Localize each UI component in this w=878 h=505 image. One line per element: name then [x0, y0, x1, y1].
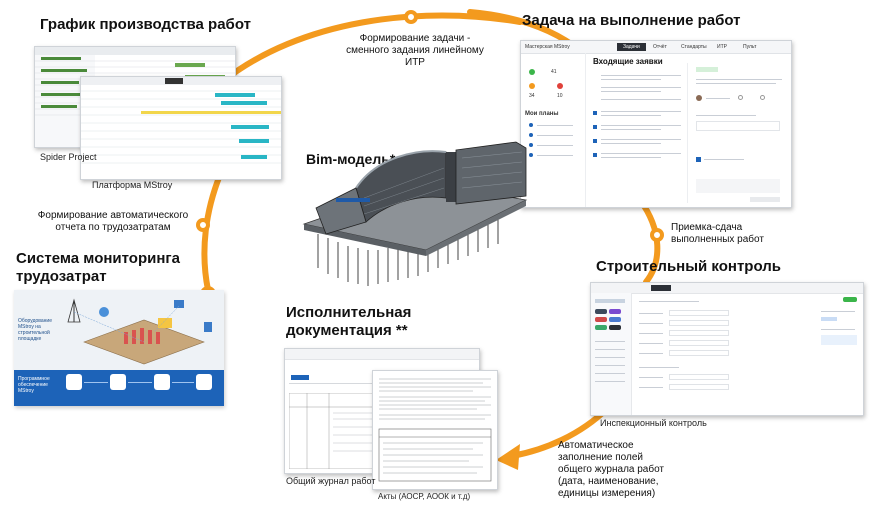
caption-journal: Общий журнал работ: [286, 476, 376, 486]
software-step-icon: [154, 374, 170, 390]
inbox-checkbox[interactable]: [593, 125, 597, 129]
schedule-title: График производства работ: [40, 16, 251, 33]
task-tab-3[interactable]: ИТР: [717, 44, 727, 50]
schedule-screenshot-mstroy: [80, 76, 282, 180]
stat-value-2: 10: [557, 93, 563, 99]
stat-value-0: 41: [551, 69, 557, 75]
flow-arc-right: [637, 197, 661, 285]
flow-arc-bottom-right: [509, 405, 611, 459]
sidebar-badge[interactable]: [609, 309, 621, 314]
inbox-checkbox[interactable]: [593, 111, 597, 115]
flow-label-left: Формирование автоматического отчета по т…: [37, 210, 189, 233]
mstroy-gantt: [81, 77, 281, 164]
radio-option[interactable]: [738, 95, 743, 100]
plan-item[interactable]: [529, 143, 533, 147]
sidebar-badge[interactable]: [595, 317, 607, 322]
comment-box: [821, 335, 857, 345]
flow-node-right: [650, 228, 664, 242]
stat-dot-green: [529, 69, 535, 75]
task-tab-2[interactable]: Стандарты: [681, 44, 707, 50]
flow-arc-main: [219, 12, 523, 85]
task-status-tag: [696, 67, 718, 72]
task-app-screenshot: Мастерская MStroy Задачи Отчёт Стандарты…: [520, 40, 792, 208]
inbox-list: [593, 71, 683, 191]
inbox-checkbox[interactable]: [593, 139, 597, 143]
task-tab-0[interactable]: Задачи: [617, 43, 646, 51]
plan-item[interactable]: [529, 133, 533, 137]
form-field[interactable]: [669, 330, 729, 336]
form-field[interactable]: [669, 350, 729, 356]
my-plans-label: Мои планы: [525, 111, 559, 117]
plan-item[interactable]: [529, 153, 533, 157]
software-step-icon: [110, 374, 126, 390]
plan-item[interactable]: [529, 123, 533, 127]
docs-title: Исполнительная документация **: [286, 304, 412, 339]
status-pill-blue: [821, 317, 837, 321]
form-field[interactable]: [669, 374, 729, 380]
task-app-topbar: Мастерская MStroy Задачи Отчёт Стандарты…: [521, 41, 791, 54]
inbox-title: Входящие заявки: [593, 57, 663, 66]
control-screenshot: [590, 282, 864, 416]
flow-node-left: [196, 218, 210, 232]
form-field[interactable]: [669, 340, 729, 346]
flow-node-top: [404, 10, 418, 24]
caption-acts: Акты (АОСР, АООК и т.д): [378, 492, 471, 501]
task-tab-4[interactable]: Пульт: [743, 44, 757, 50]
task-title: Задача на выполнение работ: [522, 12, 741, 29]
form-field[interactable]: [669, 320, 729, 326]
flow-label-bottom: Автоматическое заполнение полей общего ж…: [558, 440, 665, 499]
checkbox-blue[interactable]: [696, 157, 701, 162]
caption-spider-project: Spider Project: [40, 152, 97, 162]
sidebar-badge[interactable]: [609, 317, 621, 322]
control-tab-active[interactable]: [651, 285, 671, 291]
caption-platform-mstroy: Платформа MStroy: [92, 180, 173, 190]
task-app-name: Мастерская MStroy: [525, 44, 570, 50]
flow-arrow-head: [496, 444, 520, 470]
form-field[interactable]: [669, 384, 729, 390]
monitoring-banner: Оборудование MStroy на строительной площ…: [18, 318, 53, 342]
form-field[interactable]: [669, 310, 729, 316]
bim-model-image: [302, 141, 528, 286]
flow-label-right: Приемка-сдача выполненных работ: [671, 222, 764, 245]
monitoring-diagram: Оборудование MStroy на строительной площ…: [14, 290, 224, 406]
control-form: [635, 297, 815, 411]
sidebar-badge[interactable]: [595, 325, 607, 330]
radio-option[interactable]: [760, 95, 765, 100]
bim-title: Bim-модель*: [306, 151, 396, 167]
status-pill-green[interactable]: [843, 297, 857, 302]
control-title: Строительный контроль: [596, 258, 782, 275]
site-illustration: [67, 298, 212, 365]
acts-document: [378, 378, 492, 482]
stat-value-1: 34: [529, 93, 535, 99]
submit-button[interactable]: [750, 197, 780, 202]
task-tab-1[interactable]: Отчёт: [653, 44, 667, 50]
sidebar-badge[interactable]: [609, 325, 621, 330]
textarea[interactable]: [696, 179, 780, 193]
control-right-panel: [819, 297, 859, 377]
caption-inspection: Инспекционный контроль: [600, 418, 707, 428]
software-step-icon: [66, 374, 82, 390]
stat-dot-red: [557, 83, 563, 89]
journal-tab-active[interactable]: [291, 375, 309, 380]
flow-label-top: Формирование задачи - сменного задания л…: [346, 33, 484, 68]
avatar: [696, 95, 702, 101]
task-detail-panel: [687, 63, 788, 203]
inbox-checkbox[interactable]: [593, 153, 597, 157]
sidebar-badge[interactable]: [595, 309, 607, 314]
acts-screenshot: [372, 370, 498, 490]
control-sidebar: [591, 293, 632, 415]
monitoring-title: Система мониторинга трудозатрат: [16, 250, 180, 285]
stat-dot-orange: [529, 83, 535, 89]
software-step-icon: [196, 374, 212, 390]
input-field[interactable]: [696, 121, 780, 131]
monitoring-software-label: Программное обеспечение MStroy: [18, 376, 50, 394]
task-left-panel: 41 34 10 Мои планы: [521, 53, 586, 207]
